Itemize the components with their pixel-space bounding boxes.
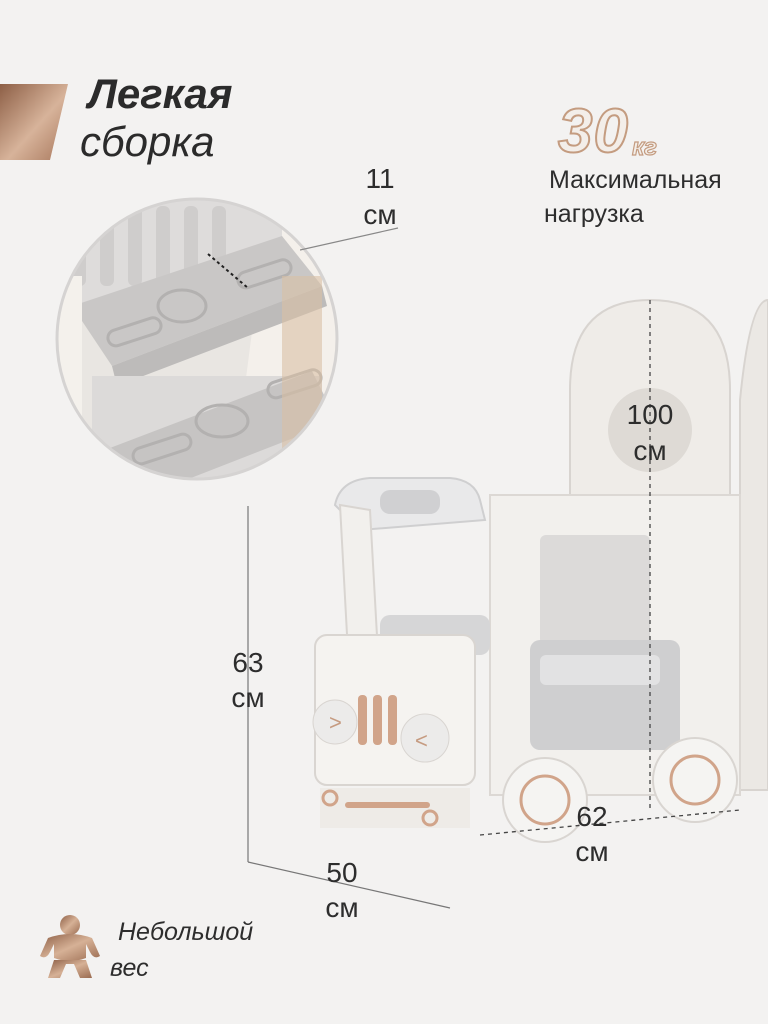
steps-zoom-circle [55,197,339,481]
step-size-value: 11 [365,163,395,194]
accent-tab-icon [0,84,68,160]
length-value: 62 [576,801,608,832]
max-load-label-2: нагрузка [544,200,644,228]
depth-value: 50 [326,857,358,888]
step-size-unit: см [363,199,397,230]
height-front-unit: см [231,682,265,713]
height-total-unit: см [633,435,667,466]
height-total-value: 100 [626,399,674,430]
height-front-value: 63 [232,647,264,678]
weight-label-1: Небольшой [118,918,254,946]
step-leader-line [300,227,399,251]
svg-text:<: < [415,728,428,753]
height-measure-line [247,506,451,909]
length-unit: см [575,836,609,867]
weight-label-2: вес [110,954,149,982]
heading-line1: Легкая [88,70,233,117]
depth-unit: см [325,892,359,923]
svg-text:>: > [329,710,342,735]
strongman-icon [40,915,100,978]
max-load-label-1: Максимальная [549,166,722,194]
max-load-unit: кг [631,133,657,161]
product-bus-slide: > < [312,298,768,843]
max-load-value: 30 [557,96,629,167]
heading-line2: сборка [80,118,215,165]
